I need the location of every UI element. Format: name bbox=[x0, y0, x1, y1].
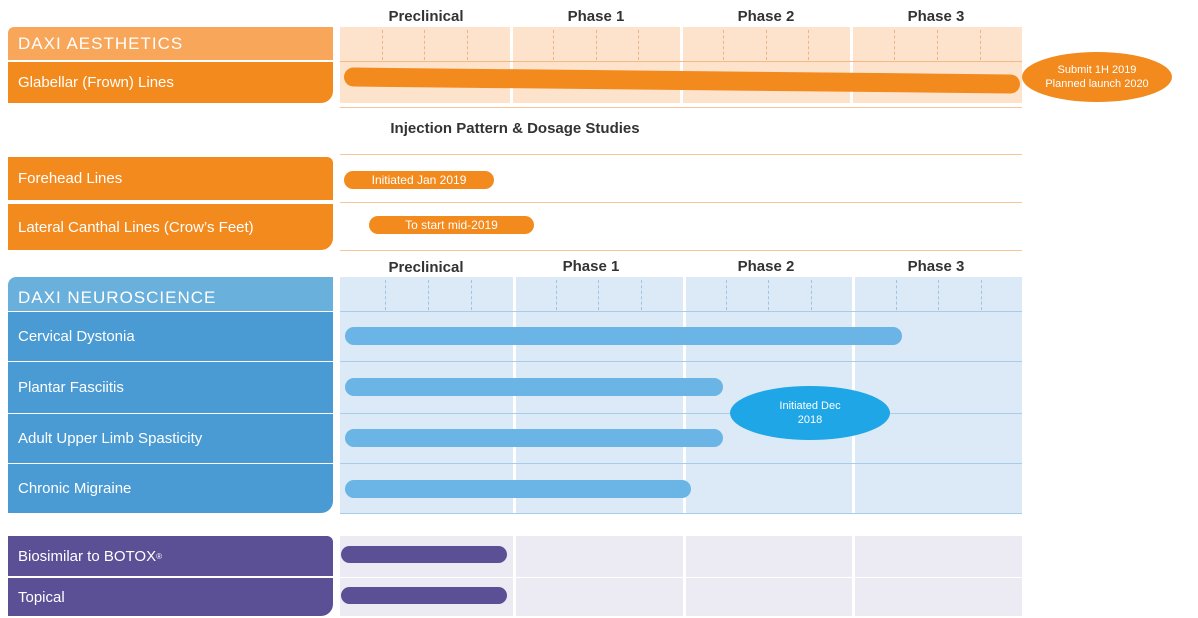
grid-tick bbox=[938, 280, 939, 310]
row-divider bbox=[340, 513, 1022, 514]
row-divider bbox=[340, 413, 1022, 414]
grid-tick bbox=[726, 280, 727, 310]
grid-tick bbox=[766, 30, 767, 60]
column-divider bbox=[510, 27, 513, 103]
phase-1-label: Phase 1 bbox=[562, 258, 620, 275]
grid-tick bbox=[596, 30, 597, 60]
row-label-adult-upper-limb-spasticity: Adult Upper Limb Spasticity bbox=[8, 414, 333, 463]
grid-tick bbox=[641, 280, 642, 310]
bar-cervical-dystonia bbox=[345, 327, 902, 345]
row-label-biosimilar-botox: Biosimilar to BOTOX® bbox=[8, 536, 333, 576]
bar-biosimilar-botox bbox=[341, 546, 507, 563]
column-divider bbox=[680, 27, 683, 103]
milestone-submit-ellipse: Submit 1H 2019 Planned launch 2020 bbox=[1022, 52, 1172, 102]
grid-tick bbox=[981, 280, 982, 310]
registered-mark: ® bbox=[156, 551, 162, 561]
neuroscience-section-title: DAXI NEUROSCIENCE bbox=[8, 277, 333, 311]
studies-title: Injection Pattern & Dosage Studies bbox=[390, 120, 640, 137]
grid-tick bbox=[894, 30, 895, 60]
grid-tick bbox=[424, 30, 425, 60]
grid-tick bbox=[980, 30, 981, 60]
column-divider bbox=[852, 536, 855, 616]
milestone-initiated-line2: 2018 bbox=[797, 414, 823, 426]
status-lateral-canthal-lines: To start mid-2019 bbox=[369, 216, 534, 234]
row-label-glabellar-lines: Glabellar (Frown) Lines bbox=[8, 62, 333, 103]
grid-tick bbox=[896, 280, 897, 310]
grid-tick bbox=[556, 280, 557, 310]
row-label-chronic-migraine: Chronic Migraine bbox=[8, 464, 333, 513]
phase-preclinical-label: Preclinical bbox=[388, 259, 464, 276]
grid-tick bbox=[638, 30, 639, 60]
phase-3-label: Phase 3 bbox=[907, 8, 965, 25]
column-divider bbox=[850, 27, 853, 103]
row-divider bbox=[340, 463, 1022, 464]
grid-tick bbox=[723, 30, 724, 60]
row-divider bbox=[340, 311, 1022, 312]
row-divider bbox=[340, 107, 1022, 108]
row-label-cervical-dystonia: Cervical Dystonia bbox=[8, 312, 333, 361]
aesthetics-section-title: DAXI AESTHETICS bbox=[8, 27, 333, 60]
grid-tick bbox=[553, 30, 554, 60]
milestone-submit-line1: Submit 1H 2019 bbox=[1057, 64, 1137, 76]
row-divider bbox=[340, 154, 1022, 155]
row-divider bbox=[340, 202, 1022, 203]
row-divider bbox=[340, 250, 1022, 251]
grid-tick bbox=[937, 30, 938, 60]
bar-adult-upper-limb-spasticity bbox=[345, 429, 723, 447]
grid-tick bbox=[598, 280, 599, 310]
grid-tick bbox=[428, 280, 429, 310]
grid-tick bbox=[382, 30, 383, 60]
row-divider bbox=[340, 61, 1022, 62]
row-divider bbox=[340, 361, 1022, 362]
bar-plantar-fasciitis bbox=[345, 378, 723, 396]
status-forehead-lines: Initiated Jan 2019 bbox=[344, 171, 494, 189]
grid-tick bbox=[467, 30, 468, 60]
grid-tick bbox=[808, 30, 809, 60]
grid-tick bbox=[471, 280, 472, 310]
row-divider bbox=[340, 577, 1022, 578]
row-label-lateral-canthal-lines: Lateral Canthal Lines (Crow’s Feet) bbox=[8, 204, 333, 250]
bar-topical bbox=[341, 587, 507, 604]
grid-tick bbox=[385, 280, 386, 310]
row-label-forehead-lines: Forehead Lines bbox=[8, 157, 333, 200]
row-label-topical: Topical bbox=[8, 578, 333, 616]
milestone-initiated-ellipse: Initiated Dec 2018 bbox=[730, 386, 890, 440]
bar-chronic-migraine bbox=[345, 480, 691, 498]
column-divider bbox=[513, 536, 516, 616]
milestone-submit-line2: Planned launch 2020 bbox=[1045, 78, 1149, 90]
phase-1-label: Phase 1 bbox=[567, 8, 625, 25]
grid-tick bbox=[768, 280, 769, 310]
row-label-plantar-fasciitis: Plantar Fasciitis bbox=[8, 362, 333, 413]
milestone-initiated-line1: Initiated Dec bbox=[779, 400, 841, 412]
biosimilar-label-text: Biosimilar to BOTOX bbox=[18, 547, 157, 565]
phase-preclinical-label: Preclinical bbox=[388, 8, 464, 25]
phase-3-label: Phase 3 bbox=[907, 258, 965, 275]
phase-2-label: Phase 2 bbox=[737, 8, 795, 25]
phase-2-label: Phase 2 bbox=[737, 258, 795, 275]
grid-tick bbox=[811, 280, 812, 310]
column-divider bbox=[683, 536, 686, 616]
